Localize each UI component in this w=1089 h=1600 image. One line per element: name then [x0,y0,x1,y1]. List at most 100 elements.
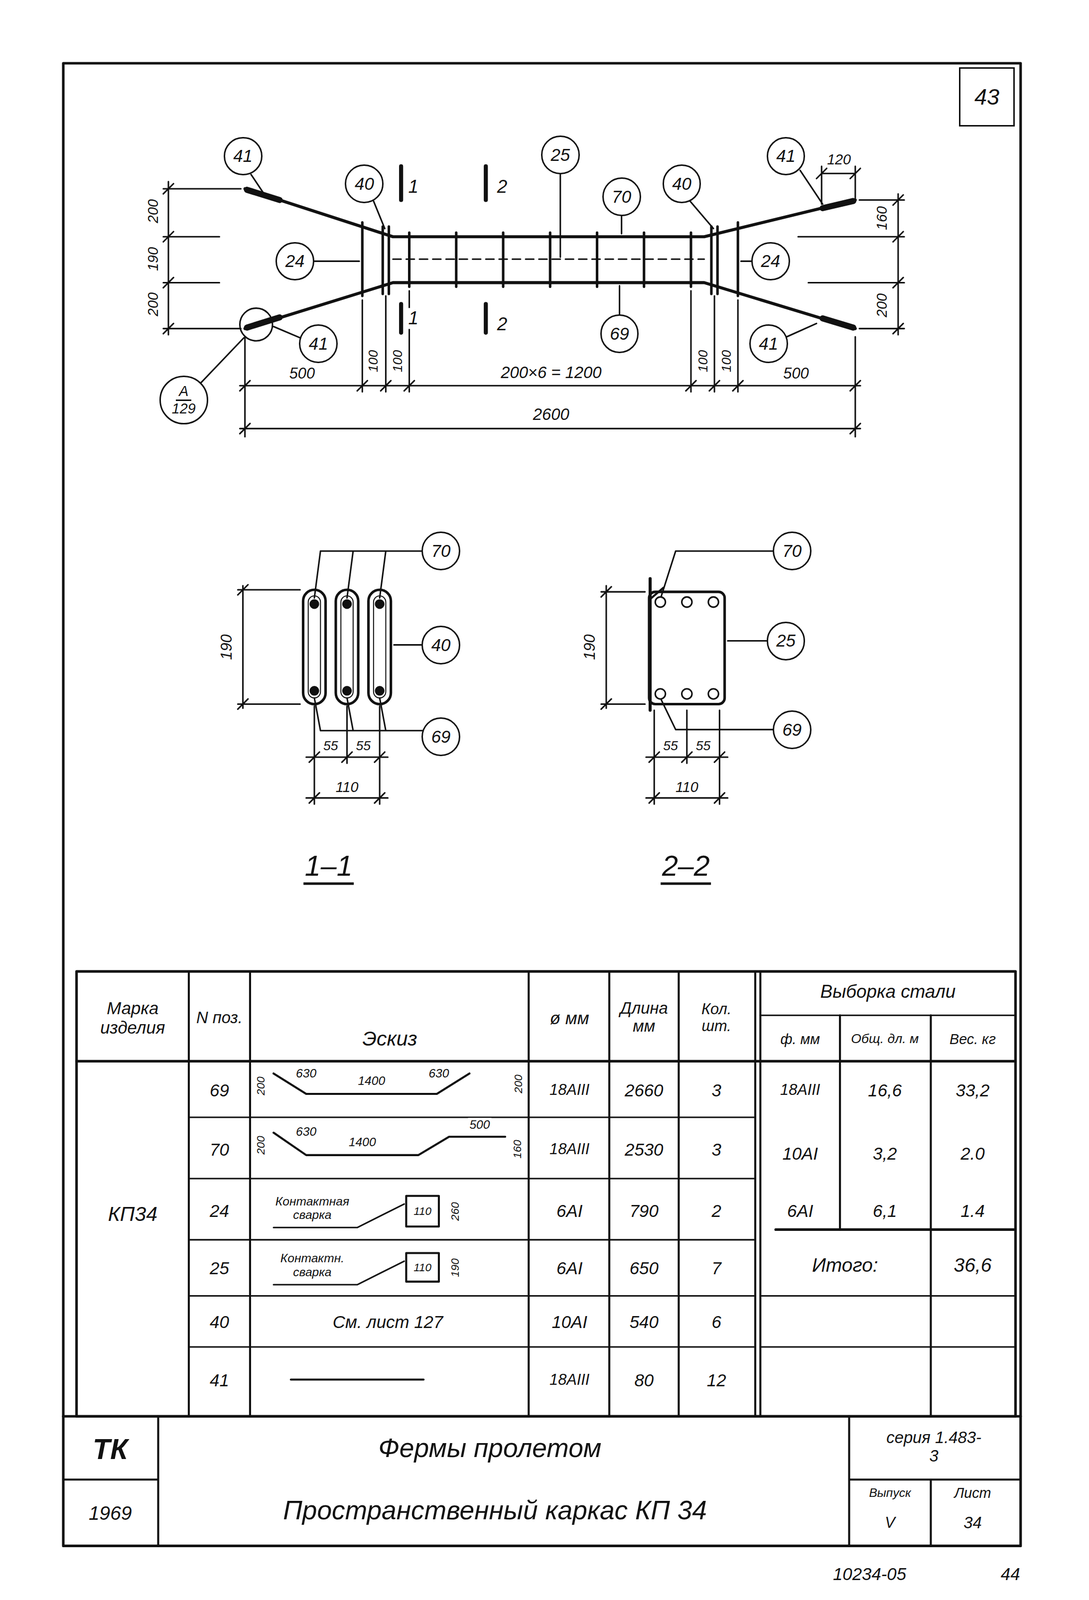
table-cell: Итого: [810,1254,880,1277]
sketch-dimension: 200 [255,1075,268,1097]
callout-number: 25 [776,631,796,651]
sketch-dimension: 110 [411,1205,433,1218]
callout-number: 70 [431,541,451,561]
title-block-text: Фермы пролетом [377,1433,604,1464]
callout-number: 24 [760,251,781,271]
callout-circle: 70 [602,177,642,217]
table-cell: 10АI [780,1143,820,1164]
dimension-text: 55 [661,738,680,754]
table-cell: 18АIII [778,1081,822,1099]
table-header: Выборка стали [818,981,958,1003]
table-cell: 12 [705,1369,728,1390]
sketch-dimension: 630 [426,1067,451,1082]
dimension-text: 55 [321,738,340,754]
table-cell: 80 [632,1369,656,1390]
table-header: Вес. кг [948,1031,998,1048]
callout-circle: 70 [421,531,461,571]
dimension-text: 120 [825,151,853,168]
table-cell: 6АI [554,1200,584,1221]
callout-number: 69 [609,324,630,344]
callout-number: 40 [431,635,451,655]
table-cell: 6АI [554,1257,584,1278]
callout-circle: 40 [662,164,702,204]
sketch-dimension: 110 [411,1261,433,1274]
callout-circle: 41 [223,136,263,176]
sketch-note: Контактн. сварка [271,1251,354,1280]
callout-circle: 41 [766,136,806,176]
callout-number: 40 [354,174,375,194]
sketch-dimension: 500 [467,1117,492,1132]
dimension-text: 500 [287,365,317,383]
table-cell: 3,2 [871,1143,899,1164]
callout-number: 69 [782,720,802,740]
dimension-text: 100 [390,348,406,374]
table-cell: 69 [208,1080,231,1100]
table-cell: 24 [208,1200,231,1221]
dimension-text: 200×6 = 1200 [499,363,603,382]
sketch-dimension: 1400 [347,1135,378,1150]
table-cell: 6АI [785,1200,815,1221]
table-cell: См. лист 127 [331,1312,445,1332]
callout-number: 70 [611,187,632,207]
table-cell: 70 [208,1139,231,1159]
callout-number: 41 [308,334,329,354]
table-cell: 18АIII [547,1081,591,1099]
sketch-dimension: 260 [448,1200,462,1223]
table-cell: 7 [710,1257,723,1278]
dimension-text: 2600 [531,405,571,424]
title-block-text: V [883,1513,897,1531]
product-mark: КП34 [106,1203,159,1226]
dimension-text: 160 [873,205,890,233]
callout-circle: 24 [275,242,315,281]
dimension-text: 55 [354,738,373,754]
table-header: Общ. дл. м [849,1031,921,1047]
table-header: Длина мм [612,999,676,1036]
callout-number: 40 [672,174,692,194]
table-cell: 2.0 [958,1143,986,1164]
table-cell: 18АIII [547,1371,591,1389]
archive-number: 10234-05 [831,1564,908,1584]
table-cell: 36,6 [952,1254,994,1277]
sketch-note: Контактная сварка [269,1194,356,1223]
table-cell: 6 [710,1312,723,1332]
sketch-dimension: 190 [448,1256,462,1279]
sketch-dimension: 200 [512,1073,525,1095]
callout-number: 41 [758,334,779,354]
section-mark: 1 [406,176,420,197]
page-number: 44 [999,1564,1022,1584]
callout-number: 41 [233,146,253,166]
title-block-text: ТК [91,1433,130,1466]
table-cell: 2660 [623,1080,665,1100]
table-header: Марка изделия [81,998,184,1038]
callout-circle: 40 [344,164,384,204]
title-block-text: Лист [952,1485,993,1501]
dimension-text: 190 [144,245,161,273]
callout-circle: 25 [541,135,580,175]
title-block-text: Выпуск [867,1486,913,1501]
table-header: Кол. шт. [691,1000,741,1035]
dimension-text: 500 [781,365,811,383]
callout-number: 129 [168,401,199,417]
dimension-text: 200 [873,291,890,319]
section-mark: 2 [495,176,510,197]
callout-number: 69 [431,727,451,747]
dimension-text: 200 [144,290,161,318]
table-cell: 1.4 [958,1200,986,1221]
title-block-text: 1969 [87,1502,134,1525]
table-cell: 650 [628,1257,661,1278]
callout-circle: 41 [298,324,338,364]
callout-circle: 70 [772,531,812,571]
callout-circle: 41 [749,324,789,364]
callout-number: А [175,383,192,402]
dimension-text: 190 [218,632,236,662]
table-cell: 18АIII [547,1140,591,1158]
callout-circle: 40 [421,625,461,665]
table-cell: 33,2 [954,1080,992,1100]
table-cell: 16,6 [866,1080,904,1100]
section-mark: 2 [495,314,510,335]
title-block-text: 34 [961,1513,983,1532]
table-cell: 2530 [623,1139,665,1159]
section-title: 1–1 [303,850,355,885]
